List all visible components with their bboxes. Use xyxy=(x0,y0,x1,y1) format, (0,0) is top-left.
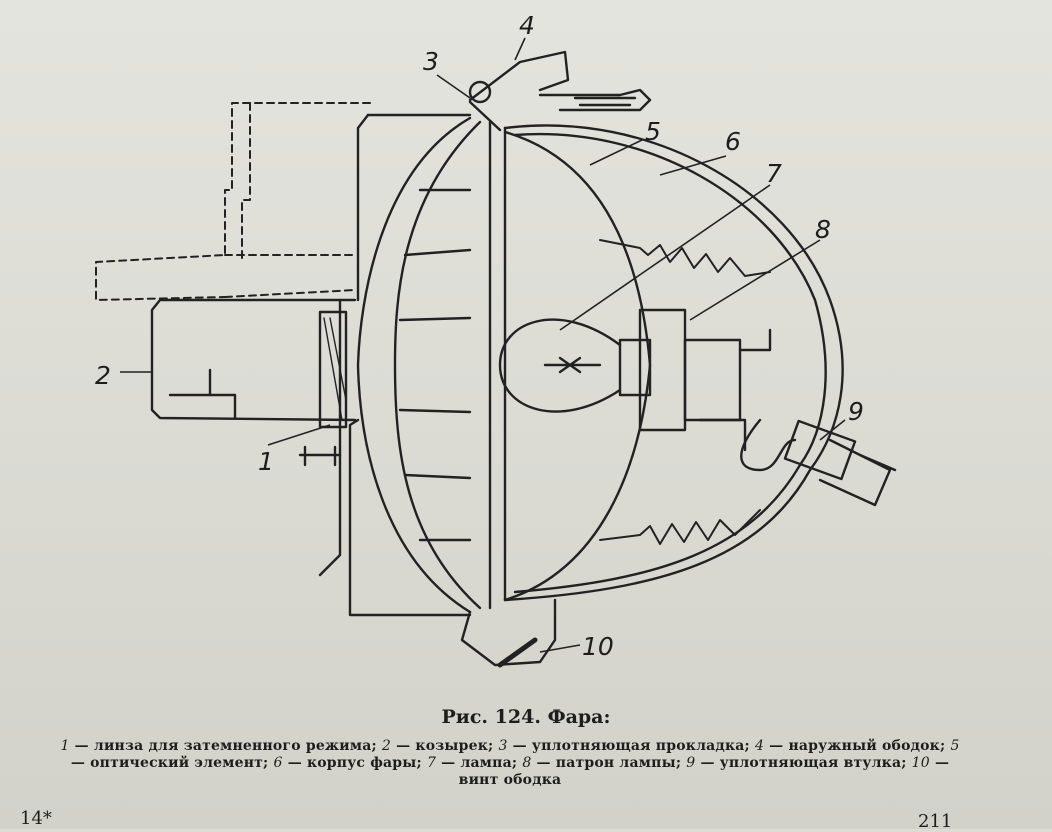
legend-item: 5 — оптический элемент; xyxy=(70,738,960,771)
optical-element-5 xyxy=(356,116,652,614)
legend-item: 9 — уплотняющая втулка; xyxy=(686,755,907,771)
callout-1: 1 xyxy=(258,447,274,476)
page-number: 211 xyxy=(918,811,953,832)
legend-item: 3 — уплотняющая прокладка; xyxy=(498,738,750,754)
lens-screw xyxy=(298,445,342,467)
figure-name: Фара: xyxy=(547,706,611,728)
spring-upper xyxy=(599,239,771,277)
rim-screw-10 xyxy=(460,598,557,668)
callout-7: 7 xyxy=(766,159,782,188)
legend-item: 4 — наружный ободок; xyxy=(754,738,946,754)
lamp-socket-8 xyxy=(638,308,772,452)
sealing-sleeve-9 xyxy=(740,418,897,507)
callout-6: 6 xyxy=(725,127,741,156)
legend-item: 10 — винт ободка xyxy=(458,755,950,788)
visor-2 xyxy=(150,298,357,422)
figure-number: Рис. 124. xyxy=(441,706,541,728)
headlight-diagram: 1 2 3 4 5 6 7 8 9 10 xyxy=(95,11,897,668)
callout-2: 2 xyxy=(95,361,111,390)
legend-item: 1 — линза для затемненного режима; xyxy=(60,738,377,754)
headlight-housing-6 xyxy=(503,124,844,602)
figure-legend: 1 — линза для затемненного режима; 2 — к… xyxy=(60,738,960,789)
figure-title: Рис. 124. Фара: xyxy=(0,706,1052,728)
spring-lower xyxy=(599,509,761,545)
callout-4: 4 xyxy=(519,11,535,40)
outer-rim-4 xyxy=(468,50,652,112)
gasket-3 xyxy=(468,80,502,132)
blackout-lens-1 xyxy=(318,310,348,429)
legend-item: 2 — козырек; xyxy=(381,738,494,754)
legend-item: 6 — корпус фары; xyxy=(273,755,422,771)
callout-3: 3 xyxy=(423,47,439,76)
lamp-7 xyxy=(498,318,652,413)
callout-8: 8 xyxy=(815,215,831,244)
page-signature-mark: 14* xyxy=(20,808,52,829)
legend-item: 7 — лампа; xyxy=(426,755,518,771)
legend-item: 8 — патрон лампы; xyxy=(522,755,682,771)
callout-10: 10 xyxy=(582,632,614,661)
callout-5: 5 xyxy=(645,117,661,146)
callout-9: 9 xyxy=(848,397,864,426)
front-frame xyxy=(318,113,472,617)
bracket-alt-position xyxy=(95,102,371,301)
